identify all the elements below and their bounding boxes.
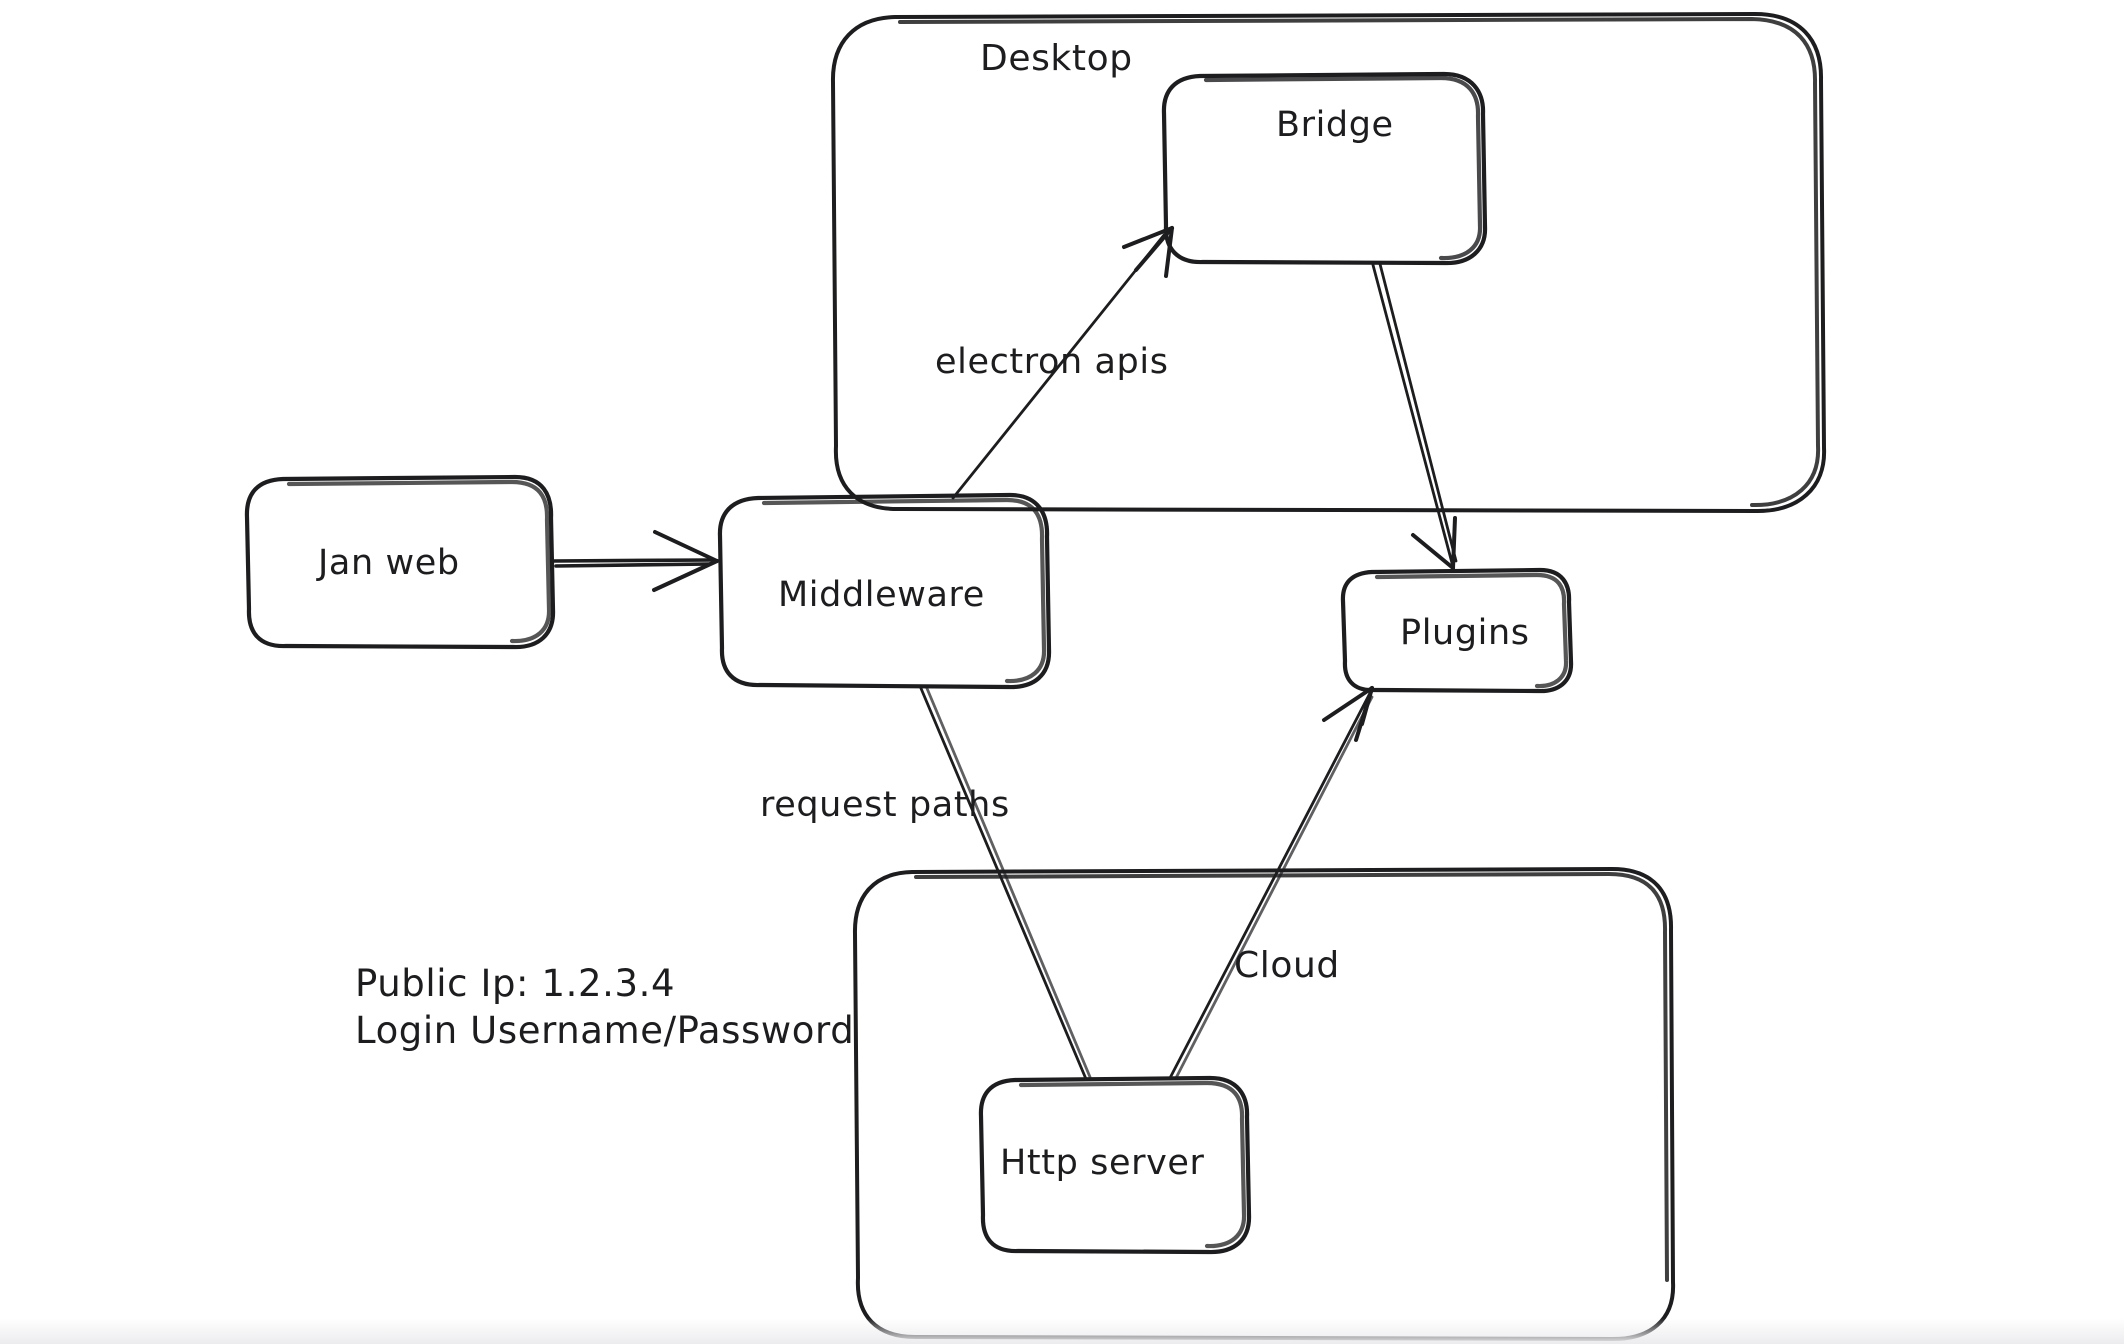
edge-middleware-to-http-server: [918, 684, 1092, 1081]
edge-http-server-to-plugins: [1168, 686, 1374, 1080]
group-desktop-outline: [830, 12, 1827, 514]
note-credentials: Public Ip: 1.2.3.4 Login Username/Passwo…: [355, 960, 854, 1055]
edge-label-request-paths: request paths: [760, 785, 1010, 825]
node-plugins-outline: [1340, 567, 1574, 694]
node-label-jan-web[interactable]: Jan web: [318, 543, 460, 583]
note-public-ip: Public Ip: 1.2.3.4: [355, 962, 676, 1005]
group-cloud-outline: [852, 867, 1676, 1342]
node-label-http-server[interactable]: Http server: [1000, 1143, 1205, 1183]
group-label-cloud: Cloud: [1234, 945, 1340, 986]
note-login: Login Username/Password: [355, 1009, 855, 1053]
node-middleware-outline: [717, 492, 1052, 690]
edge-label-electron-apis: electron apis: [935, 342, 1169, 382]
edge-bridge-to-plugins: [1371, 262, 1458, 570]
node-label-plugins[interactable]: Plugins: [1400, 613, 1530, 653]
edge-jan-web-to-middleware: [551, 530, 719, 592]
node-label-middleware[interactable]: Middleware: [778, 575, 985, 615]
node-label-bridge[interactable]: Bridge: [1276, 105, 1394, 145]
edge-middleware-to-bridge: [951, 226, 1174, 500]
group-label-desktop: Desktop: [980, 38, 1133, 79]
node-bridge-outline: [1161, 71, 1488, 266]
node-http-server-outline: [978, 1075, 1252, 1255]
node-jan-web-outline: [244, 474, 556, 650]
